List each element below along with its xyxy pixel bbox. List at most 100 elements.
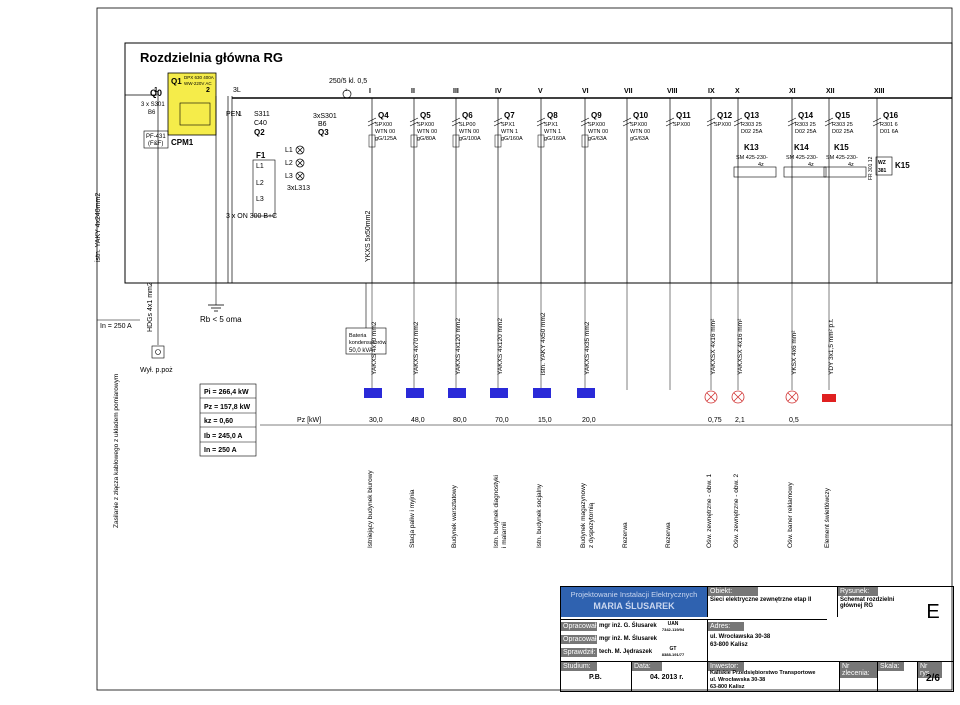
- authors-cell: Opracował: mgr inż. G. Ślusarek UAN 7342…: [561, 619, 707, 661]
- feeder-power: 70,0: [495, 417, 509, 424]
- feeder-cable: YAKXS 4x70 mm2: [413, 321, 420, 375]
- load-name: z dyspozytornią: [588, 502, 595, 548]
- load-name: Istn. budynek diagnostyki: [493, 475, 500, 548]
- fuse-icon: [452, 134, 460, 148]
- rysunek-line: głównej RG: [840, 603, 873, 609]
- load-name: Rezerwa: [622, 522, 629, 548]
- f1-l1: L1: [256, 163, 264, 170]
- load-name: Ośw. baner reklamowy: [787, 482, 794, 548]
- rysunek-line: Schemat rozdzielni: [840, 597, 895, 603]
- load-symbol-blue: [490, 388, 508, 398]
- breaker-spec1: SPX00: [375, 122, 392, 128]
- breaker-spec3: gG/63A: [630, 136, 649, 142]
- f1-label: F1: [256, 151, 266, 160]
- k15-side-label: K15: [895, 161, 910, 170]
- col-2: 2: [206, 87, 210, 94]
- param-pz: Pz = 157,8 kW: [204, 404, 251, 411]
- param-pi: Pi = 266,4 kW: [204, 389, 249, 396]
- feeder-power: 0,75: [708, 417, 722, 424]
- q1-trip-box: [179, 102, 211, 126]
- breaker-label: Q14: [798, 111, 814, 120]
- breaker-symbol: [872, 121, 882, 127]
- load-name: Stacja paliw i myjnia: [409, 489, 416, 548]
- breaker-spec3: gG/125A: [375, 136, 397, 142]
- pen-label: PEN: [226, 111, 240, 118]
- studium-cell: Studium: P.B.: [561, 661, 631, 691]
- column-number: VII: [624, 88, 633, 95]
- contactor-label: K13: [744, 143, 759, 152]
- breaker-label: Q10: [633, 111, 649, 120]
- q2-spec1: S311: [254, 111, 270, 118]
- company-line1: Projektowanie Instalacji Elektrycznych: [570, 590, 698, 599]
- breaker-spec1: SPX1: [501, 122, 515, 128]
- breaker-spec2: WTN 1: [501, 129, 518, 135]
- load-symbol-blue: [577, 388, 595, 398]
- feeder-cable: YAKXSX 4x16 mm²: [710, 318, 717, 375]
- feeder-power: 0,5: [789, 417, 799, 424]
- fire-switch-icon: [155, 349, 161, 355]
- inwestor-line1: Kaliskie Przedsiębiorstwo Transportowe: [710, 670, 816, 676]
- lamp-icon: [704, 390, 718, 404]
- q1-label: Q1: [171, 77, 182, 86]
- opracowala-header: Opracowała:: [561, 635, 603, 644]
- parameters-table: Pi = 266,4 kW Pz = 157,8 kW kz = 0,60 Ib…: [199, 383, 257, 457]
- feeder-cable: YAKXS 4x70 mm2: [371, 321, 378, 375]
- contactor-label: K14: [794, 143, 809, 152]
- contactor-spec2: 4z: [848, 162, 854, 168]
- breaker-spec3: gG/160A: [501, 136, 523, 142]
- obiekt-value: Sieci elektryczne zewnętrzne etap II: [710, 597, 812, 603]
- load-symbol-blue: [448, 388, 466, 398]
- board-title: Rozdzielnia główna RG: [140, 50, 283, 65]
- lamp-icon: [731, 390, 745, 404]
- breaker-label: Q7: [504, 111, 515, 120]
- q3-spec1: 3xS301: [313, 113, 337, 120]
- q0-spec2: B6: [148, 110, 156, 116]
- fire-switch-box: [151, 345, 165, 359]
- load-symbol-blue: [533, 388, 551, 398]
- nrrys-header: Nr rys.: [918, 662, 942, 678]
- breaker-label: Q6: [462, 111, 473, 120]
- contactor-spec: SM 425-230-: [786, 155, 818, 161]
- sprawdzil-value: tech. M. Jędraszek: [599, 649, 653, 655]
- column-number: III: [453, 88, 459, 95]
- contactor-spec: SM 425-230-: [826, 155, 858, 161]
- capacitor-line3: 50,0 kVA: [349, 348, 373, 354]
- contactor-coil: [783, 166, 827, 178]
- inwestor-line2: ul. Wrocławska 30-38: [710, 677, 766, 683]
- studium-value: P.B.: [589, 674, 602, 681]
- breaker-spec3: gG/160A: [544, 136, 566, 142]
- breaker-spec2: WTN 1: [544, 129, 561, 135]
- breaker-spec2: WTN 00: [417, 129, 437, 135]
- fuse-icon: [494, 134, 502, 148]
- feeder-power: 15,0: [538, 417, 552, 424]
- breaker-symbol: [451, 121, 461, 127]
- breaker-symbol: [367, 121, 377, 127]
- load-name: Istn. budynek socjalny: [536, 483, 543, 548]
- load-name: Istniejący budynek biurowy: [367, 470, 374, 548]
- lamp-icon: [787, 392, 797, 402]
- feeder-power: 30,0: [369, 417, 383, 424]
- inwestor-header: Inwestor:: [708, 662, 744, 671]
- breaker-spec2: WTN 00: [375, 129, 395, 135]
- breaker-spec3: gG/80A: [417, 136, 436, 142]
- col-1: 1: [154, 87, 158, 94]
- capacitor-line1: Bateria: [349, 333, 367, 339]
- breaker-label: Q8: [547, 111, 558, 120]
- contactor-spec2: 4z: [808, 162, 814, 168]
- breaker-spec1: SPX00: [673, 122, 690, 128]
- wyl-label: Wył. p.poż: [140, 367, 173, 374]
- pf-label2: (F&F): [148, 141, 163, 147]
- breaker-symbol: [451, 117, 461, 123]
- fuse-icon: [368, 134, 376, 148]
- load-name: Rezerwa: [665, 522, 672, 548]
- breaker-spec1: SPX00: [630, 122, 647, 128]
- param-kz: kz = 0,60: [204, 418, 233, 425]
- q2-label: Q2: [254, 128, 265, 137]
- data-header: Data:: [632, 662, 662, 671]
- breaker-symbol: [580, 121, 590, 127]
- in-label: In = 250 A: [100, 323, 132, 330]
- breaker-symbol: [733, 117, 743, 123]
- fr-label: FR 301 12: [868, 156, 874, 180]
